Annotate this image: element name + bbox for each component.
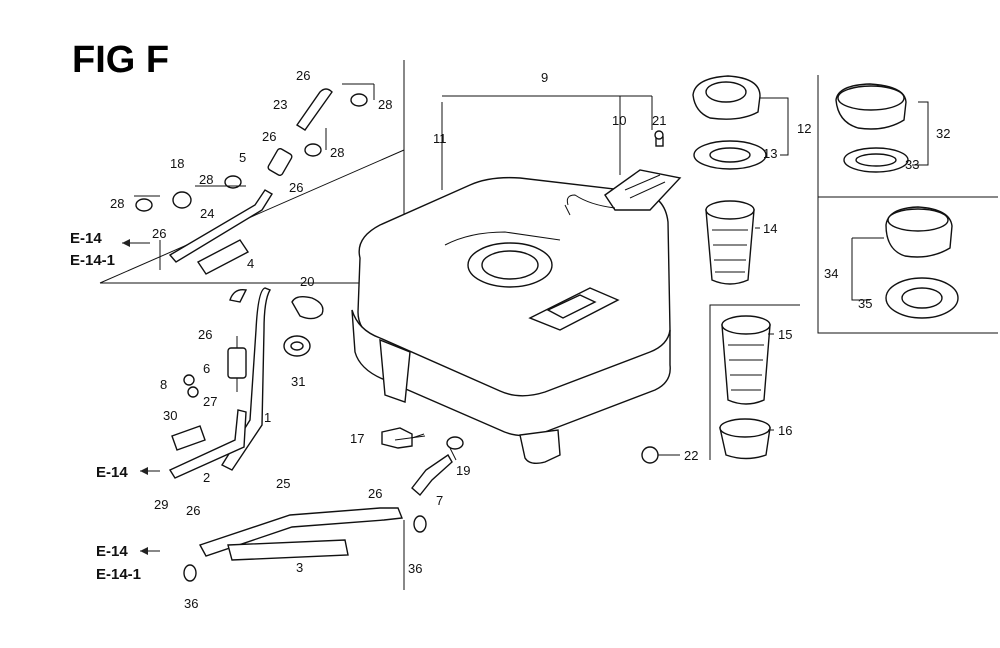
label-23: 23 — [273, 97, 287, 112]
label-34: 34 — [824, 266, 838, 281]
arrow-e14-c — [140, 547, 148, 555]
label-30: 30 — [163, 408, 177, 423]
label-33: 33 — [905, 157, 919, 172]
label-4: 4 — [247, 256, 254, 271]
hose-2 — [168, 409, 247, 479]
label-26d: 26 — [152, 226, 166, 241]
clip-28-c — [304, 143, 322, 157]
fuel-cap-34 — [885, 206, 953, 258]
label-31: 31 — [291, 374, 305, 389]
label-7: 7 — [436, 493, 443, 508]
label-28a: 28 — [110, 196, 124, 211]
label-1: 1 — [264, 410, 271, 425]
screw-21 — [654, 130, 664, 147]
label-5: 5 — [239, 150, 246, 165]
label-18: 18 — [170, 156, 184, 171]
inset-border-caps — [817, 75, 998, 334]
label-9: 9 — [541, 70, 548, 85]
fuel-filter-6 — [227, 336, 247, 392]
label-10: 10 — [612, 113, 626, 128]
label-15: 15 — [778, 327, 792, 342]
hose-24 — [168, 189, 273, 263]
bolt-17 — [381, 427, 425, 449]
clip-8 — [183, 374, 199, 398]
ref-e14-b[interactable]: E-14 — [96, 464, 128, 481]
label-28c: 28 — [330, 145, 344, 160]
label-26b: 26 — [262, 129, 276, 144]
clip-28-a — [135, 198, 153, 212]
clip-28-d — [350, 93, 368, 107]
label-2: 2 — [203, 470, 210, 485]
label-8: 8 — [160, 377, 167, 392]
fitting-7 — [411, 453, 453, 497]
strainer-15 — [721, 315, 771, 405]
label-25: 25 — [276, 476, 290, 491]
figure-title: FIG F — [72, 39, 169, 81]
label-35: 35 — [858, 296, 872, 311]
ref-e14-1-a[interactable]: E-14-1 — [70, 252, 115, 269]
hose-30 — [171, 425, 206, 451]
hose-23 — [296, 88, 333, 131]
clamp-36-b — [413, 515, 427, 533]
clamp-20 — [291, 295, 324, 320]
label-26f: 26 — [368, 486, 382, 501]
hose-3 — [227, 539, 349, 561]
hose-1 — [220, 287, 272, 471]
fuel-filter-5 — [267, 148, 293, 176]
fuel-cap-12 — [692, 75, 761, 120]
label-22: 22 — [684, 448, 698, 463]
seal-33 — [843, 147, 909, 173]
label-12: 12 — [797, 121, 811, 136]
hose-4 — [196, 239, 250, 275]
label-21: 21 — [652, 113, 666, 128]
label-17: 17 — [350, 431, 364, 446]
label-29: 29 — [154, 497, 168, 512]
fuel-cap-32 — [835, 83, 907, 130]
label-26g: 26 — [186, 503, 200, 518]
clip-28-b — [224, 175, 242, 189]
strainer-16 — [719, 418, 771, 460]
ref-e14-1-c[interactable]: E-14-1 — [96, 566, 141, 583]
fuel-tank — [351, 176, 671, 465]
fuel-gauge — [564, 169, 682, 216]
label-36b: 36 — [408, 561, 422, 576]
label-28d: 28 — [378, 97, 392, 112]
label-20: 20 — [300, 274, 314, 289]
arrow-e14-b — [140, 467, 148, 475]
nut-22 — [641, 446, 659, 464]
label-28b: 28 — [199, 172, 213, 187]
label-13: 13 — [763, 146, 777, 161]
label-36a: 36 — [184, 596, 198, 611]
clamp-31 — [283, 335, 311, 357]
hose-1-end — [229, 289, 248, 303]
leader-lines — [122, 83, 929, 590]
label-26a: 26 — [296, 68, 310, 83]
ref-e14-c[interactable]: E-14 — [96, 543, 128, 560]
label-26c: 26 — [289, 180, 303, 195]
label-19: 19 — [456, 463, 470, 478]
strainer-14 — [705, 200, 755, 285]
label-27: 27 — [203, 394, 217, 409]
label-26e: 26 — [198, 327, 212, 342]
label-6: 6 — [203, 361, 210, 376]
grommet-18 — [172, 191, 192, 209]
label-3: 3 — [296, 560, 303, 575]
label-16: 16 — [778, 423, 792, 438]
seal-13 — [693, 140, 767, 170]
label-32: 32 — [936, 126, 950, 141]
label-14: 14 — [763, 221, 777, 236]
label-24: 24 — [200, 206, 214, 221]
clamp-36-a — [183, 564, 197, 582]
label-11: 11 — [433, 131, 447, 146]
arrow-e14-a — [122, 239, 130, 247]
washer-19 — [446, 436, 464, 450]
inset-border-filters — [709, 304, 800, 460]
seal-35 — [885, 277, 959, 319]
ref-e14-a[interactable]: E-14 — [70, 230, 102, 247]
